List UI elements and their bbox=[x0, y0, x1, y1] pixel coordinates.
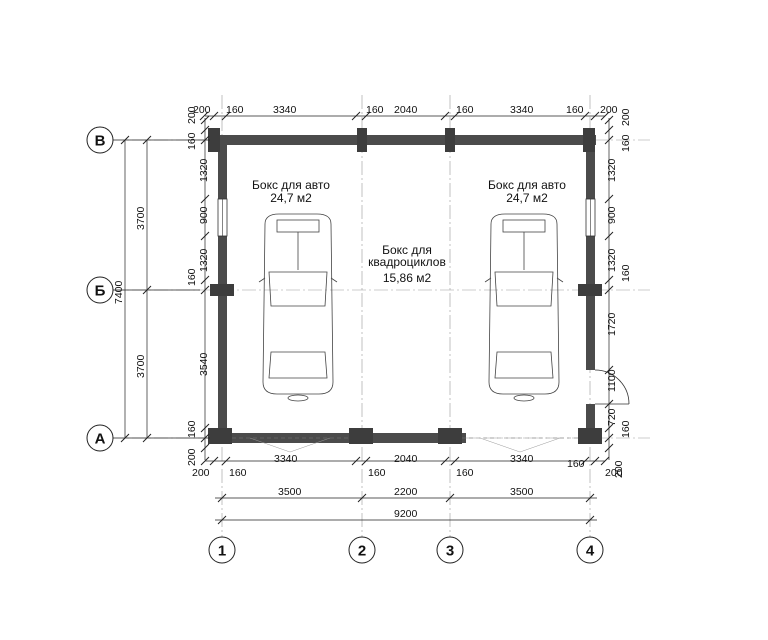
axis-label-v: В bbox=[95, 133, 106, 150]
dim-top bbox=[199, 111, 610, 121]
dim-axes-0: 3500 bbox=[278, 486, 302, 498]
dim-left-8: 200 bbox=[186, 448, 198, 466]
dim-bottom-3: 160 bbox=[368, 467, 386, 479]
dim-left-0: 200 bbox=[186, 106, 198, 124]
car-left-icon bbox=[258, 213, 338, 402]
dim-top-3: 160 bbox=[366, 104, 384, 116]
dim-bottom-6: 3340 bbox=[510, 453, 534, 465]
dim-right-3: 900 bbox=[606, 206, 618, 224]
dim-top-7: 160 bbox=[566, 104, 584, 116]
room-left-area: 24,7 м2 bbox=[270, 191, 312, 205]
dim-left-6: 3540 bbox=[198, 352, 210, 376]
dim-left bbox=[120, 115, 210, 460]
dim-bottom-2: 3340 bbox=[274, 453, 298, 465]
dim-bottom-4: 2040 bbox=[394, 453, 418, 465]
dim-left-axes-1: 3700 bbox=[135, 354, 147, 378]
dim-top-2: 3340 bbox=[273, 104, 297, 116]
dim-bottom-axes bbox=[215, 493, 597, 525]
dim-right-9: 160 bbox=[620, 420, 632, 438]
walls bbox=[208, 128, 630, 453]
axis-label-b: Б bbox=[95, 283, 106, 300]
room-mid-name-2: квадроциклов bbox=[368, 255, 446, 269]
dim-right-8: 720 bbox=[606, 408, 618, 426]
axis-label-2: 2 bbox=[358, 543, 366, 560]
car-right-icon bbox=[484, 213, 564, 402]
dim-axes-2: 3500 bbox=[510, 486, 534, 498]
dim-total-width: 9200 bbox=[394, 508, 418, 520]
dim-bottom-5: 160 bbox=[456, 467, 474, 479]
axis-bubble-4: 4 bbox=[576, 536, 604, 564]
dim-top-5: 160 bbox=[456, 104, 474, 116]
dim-left-1: 160 bbox=[186, 132, 198, 150]
dim-left-2: 1320 bbox=[198, 158, 210, 182]
dim-right-1: 160 bbox=[620, 134, 632, 152]
dim-bottom-8: 200 bbox=[605, 467, 623, 479]
dim-right-2: 1320 bbox=[606, 158, 618, 182]
dim-top-1: 160 bbox=[226, 104, 244, 116]
dim-right-4: 1320 bbox=[606, 248, 618, 272]
dim-left-5: 160 bbox=[186, 268, 198, 286]
dim-right bbox=[604, 115, 614, 460]
dim-left-axes-0: 3700 bbox=[135, 206, 147, 230]
dim-bottom-7: 160 bbox=[567, 458, 585, 470]
dim-left-4: 1320 bbox=[198, 248, 210, 272]
dim-bottom-0: 200 bbox=[192, 467, 210, 479]
axis-label-3: 3 bbox=[446, 543, 454, 560]
axis-bubble-1: 1 bbox=[208, 536, 236, 564]
dim-right-10: 200 bbox=[613, 460, 625, 478]
dim-bottom-1: 160 bbox=[229, 467, 247, 479]
room-right-area: 24,7 м2 bbox=[506, 191, 548, 205]
axis-label-a: А bbox=[95, 431, 106, 448]
dim-left-3: 900 bbox=[198, 206, 210, 224]
dim-left-7: 160 bbox=[186, 420, 198, 438]
dim-axes-1: 2200 bbox=[394, 486, 418, 498]
room-mid-area: 15,86 м2 bbox=[383, 271, 432, 285]
dim-right-6: 1720 bbox=[606, 312, 618, 336]
dim-right-7: 1100 bbox=[606, 369, 618, 392]
axis-bubble-b: Б bbox=[86, 276, 114, 304]
dim-right-0: 200 bbox=[620, 108, 632, 126]
axis-label-1: 1 bbox=[218, 543, 226, 560]
axis-label-4: 4 bbox=[586, 543, 595, 560]
dim-total-height: 7400 bbox=[113, 280, 125, 304]
axis-bubble-3: 3 bbox=[436, 536, 464, 564]
dim-top-6: 3340 bbox=[510, 104, 534, 116]
axis-bubble-2: 2 bbox=[348, 536, 376, 564]
dim-right-5: 160 bbox=[620, 264, 632, 282]
room-mid-name-1: Бокс для bbox=[382, 243, 432, 257]
dim-top-0: 200 bbox=[193, 104, 211, 116]
room-right-name: Бокс для авто bbox=[488, 178, 566, 192]
dim-top-8: 200 bbox=[600, 104, 618, 116]
dim-bottom bbox=[200, 456, 610, 466]
room-left-name: Бокс для авто bbox=[252, 178, 330, 192]
axis-bubble-v: В bbox=[86, 126, 114, 154]
axis-bubble-a: А bbox=[86, 424, 114, 452]
dim-top-4: 2040 bbox=[394, 104, 418, 116]
